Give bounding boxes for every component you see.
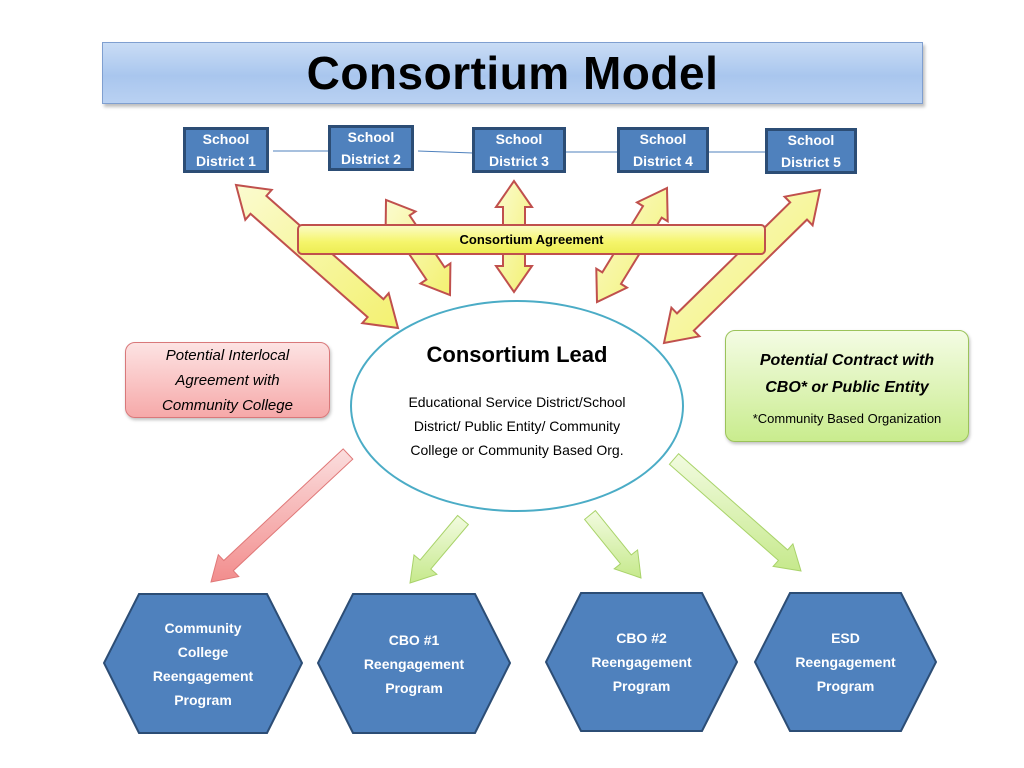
district-label-line2: District 1: [196, 153, 256, 169]
school-district-4-box: School District 4: [617, 127, 709, 173]
double-arrow-district-5: [662, 188, 822, 345]
yellow-arrows: [234, 179, 822, 345]
program-label: Community College Reengagement Program: [143, 616, 263, 712]
hexagon-shape: [545, 592, 738, 732]
district-connector-lines: [273, 150, 766, 154]
program-label-line: CBO #2: [616, 630, 667, 646]
program-label-line: Community: [164, 619, 242, 636]
arrow-to-esd-program: [668, 452, 802, 572]
arrow-to-cbo1-program: [409, 514, 470, 584]
esd-program-hexagon: ESD Reengagement Program: [754, 592, 937, 732]
district-label-line1: School: [787, 132, 835, 148]
arrow-to-community-college-program: [210, 448, 354, 583]
district-label-line2: District 2: [341, 151, 401, 167]
cbo1-program-hexagon: CBO #1 Reengagement Program: [317, 593, 511, 734]
district-label-line2: District 4: [633, 153, 693, 169]
district-label-line2: District 3: [489, 153, 549, 169]
school-district-5-box: School District 5: [765, 128, 857, 174]
program-label: CBO #2 Reengagement Program: [582, 626, 702, 698]
district-label-line1: School: [639, 131, 687, 147]
program-label: ESD Reengagement Program: [786, 626, 906, 698]
consortium-lead-title: Consortium Lead: [426, 342, 608, 367]
program-label-line: Program: [612, 678, 671, 694]
title-banner: Consortium Model: [102, 42, 923, 104]
hexagon-shape: [754, 592, 937, 732]
hexagon-shape: [317, 593, 511, 734]
program-label-line: Program: [385, 679, 443, 696]
contract-title-line1: Potential Contract with: [759, 351, 935, 369]
interlocal-line3: Community College: [162, 396, 293, 414]
contract-footnote: *Community Based Organization: [752, 410, 942, 426]
program-label: CBO #1 Reengagement Program: [354, 628, 474, 700]
program-label-line: Reengagement: [152, 667, 254, 684]
interlocal-line2: Agreement with: [175, 371, 280, 389]
page-title: Consortium Model: [306, 47, 719, 99]
double-arrow-district-1: [234, 183, 400, 330]
cbo2-program-hexagon: CBO #2 Reengagement Program: [545, 592, 738, 732]
program-label-line: Reengagement: [795, 654, 896, 670]
program-label-line: CBO #1: [388, 631, 440, 648]
contract-title-line2: CBO* or Public Entity: [765, 378, 929, 396]
district-label-line1: School: [202, 131, 250, 147]
program-label-line: Program: [174, 691, 232, 708]
arrow-to-cbo2-program: [583, 509, 642, 579]
consortium-agreement-label: Consortium Agreement: [459, 232, 604, 247]
consortium-lead-description: Educational Service District/School Dist…: [408, 394, 626, 458]
connector-line-2-3: [417, 150, 474, 154]
program-label-line: ESD: [831, 630, 860, 646]
program-label-line: Program: [816, 678, 875, 694]
school-district-3-box: School District 3: [472, 127, 566, 173]
school-district-2-box: School District 2: [328, 125, 414, 171]
consortium-agreement-bar: Consortium Agreement: [297, 224, 766, 255]
interlocal-line1: Potential Interlocal: [165, 346, 290, 364]
consortium-lead-ellipse: Consortium Lead Educational Service Dist…: [350, 300, 684, 512]
potential-contract-box: Potential Contract with CBO* or Public E…: [725, 330, 969, 442]
district-label-line1: School: [495, 131, 543, 147]
school-district-1-box: School District 1: [183, 127, 269, 173]
interlocal-agreement-box: Potential Interlocal Agreement with Comm…: [125, 342, 330, 418]
program-label-line: College: [177, 643, 229, 660]
program-label-line: Reengagement: [591, 654, 692, 670]
program-label-line: Reengagement: [363, 655, 465, 672]
district-label-line1: School: [347, 129, 395, 145]
district-label-line2: District 5: [781, 154, 841, 170]
hexagon-shape: [103, 593, 303, 734]
community-college-program-hexagon: Community College Reengagement Program: [103, 593, 303, 734]
